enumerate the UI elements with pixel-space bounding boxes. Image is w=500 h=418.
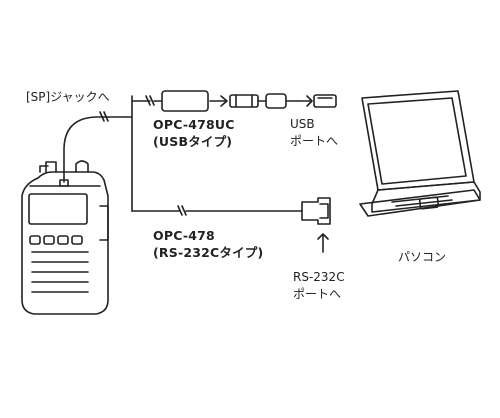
usb-arrow bbox=[209, 95, 228, 107]
rs232-port-label-line1: RS-232C bbox=[293, 270, 345, 284]
rs232-cable-model-label: OPC-478 bbox=[153, 228, 215, 243]
laptop-pc bbox=[359, 90, 481, 217]
sp-cable-break bbox=[99, 111, 109, 122]
rs232-port-label-line2: ポートへ bbox=[293, 287, 342, 301]
usb-port-label-line1: USB bbox=[290, 117, 315, 131]
pc-label: パソコン bbox=[398, 250, 447, 264]
rs232-arrow bbox=[317, 233, 329, 253]
usb-a-plug bbox=[313, 94, 337, 108]
usb-cable-break bbox=[145, 95, 155, 106]
sp-jack-cable bbox=[63, 116, 127, 183]
usb-port-label-line2: ポートへ bbox=[290, 134, 339, 148]
usb-arrow-2 bbox=[297, 95, 313, 107]
db9-connector bbox=[301, 197, 331, 225]
sp-jack-label: [SP]ジャックへ bbox=[26, 90, 110, 104]
rs232-cable-break bbox=[177, 205, 187, 216]
usb-plug-connector bbox=[229, 94, 259, 108]
usb-cable-type-label: (USBタイプ) bbox=[153, 134, 233, 149]
usb-cable-model-label: OPC-478UC bbox=[153, 117, 235, 132]
rs232-cable-type-label: (RS-232Cタイプ) bbox=[153, 245, 264, 260]
usb-adapter-box bbox=[161, 90, 209, 112]
handheld-radio bbox=[21, 160, 109, 315]
usb-cable-ferrite bbox=[265, 93, 287, 109]
